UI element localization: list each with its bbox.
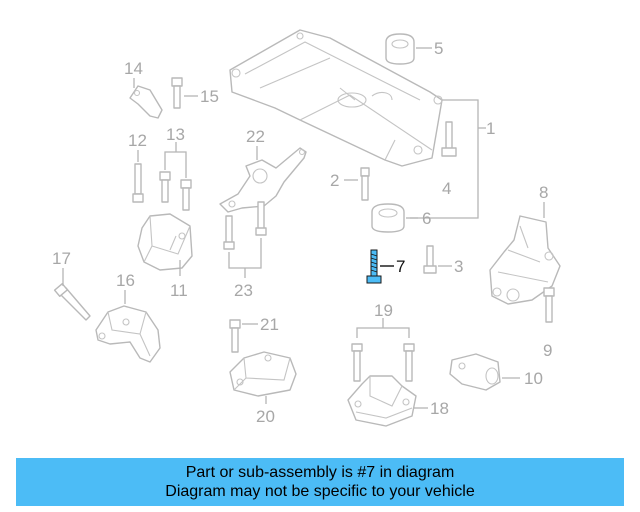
upper-bushing-part: [385, 33, 415, 65]
bolt-17-part: [53, 283, 91, 321]
callout-13: 13: [166, 125, 185, 144]
callout-6: 6: [422, 209, 431, 228]
bolts-23-part: [223, 201, 267, 250]
leader-13: [164, 142, 187, 178]
bolt-2-part: [360, 167, 370, 201]
callout-12: 12: [128, 131, 147, 150]
mount-11-part: [137, 213, 193, 271]
callout-23: 23: [234, 281, 253, 300]
bolt-7-part-highlighted: [366, 249, 382, 284]
mount-10-part: [449, 353, 501, 391]
bolt-9-part: [543, 287, 555, 323]
callout-10: 10: [524, 369, 543, 388]
callout-17: 17: [52, 249, 71, 268]
callout-21: 21: [260, 315, 279, 334]
callout-22: 22: [246, 127, 265, 146]
callout-11: 11: [170, 281, 188, 300]
banner-line-disclaimer: Diagram may not be specific to your vehi…: [165, 483, 475, 500]
bracket-16-part: [95, 305, 161, 363]
bracket-8-part: [489, 215, 561, 305]
parts-diagram: 1 5 4 2 6 7 3: [52, 29, 561, 427]
bolt-12-part: [132, 163, 144, 203]
bolt-15-part: [171, 77, 183, 109]
bolt-4-part: [441, 121, 457, 157]
leader-23: [228, 238, 262, 278]
bolt-21-part: [229, 319, 241, 353]
subframe-part: [229, 29, 443, 167]
callout-15: 15: [200, 87, 219, 106]
callout-8: 8: [539, 183, 548, 202]
torque-arm-22-part: [219, 147, 307, 213]
bracket-14-part: [129, 85, 163, 119]
leader-19: [356, 318, 410, 338]
callout-18: 18: [430, 399, 449, 418]
callout-1: 1: [486, 119, 495, 138]
mount-18-part: [347, 375, 417, 427]
callout-2: 2: [330, 171, 339, 190]
callout-3: 3: [454, 257, 463, 276]
lower-bushing-part: [371, 203, 405, 233]
callout-19: 19: [374, 301, 393, 320]
bolt-3-part: [423, 245, 437, 274]
callout-20: 20: [256, 407, 275, 426]
callout-9: 9: [543, 341, 552, 360]
callout-14: 14: [124, 59, 143, 78]
mount-20-part: [229, 351, 297, 397]
bolts-19-part: [351, 343, 415, 382]
callout-5: 5: [434, 39, 443, 58]
leader-1: [410, 99, 479, 219]
bolts-13-part: [159, 171, 192, 211]
callout-4: 4: [442, 179, 451, 198]
callout-16: 16: [116, 271, 135, 290]
banner-line-part: Part or sub-assembly is #7 in diagram: [185, 464, 455, 481]
callout-7: 7: [396, 257, 405, 276]
info-banner: Part or sub-assembly is #7 in diagram Di…: [16, 458, 624, 506]
